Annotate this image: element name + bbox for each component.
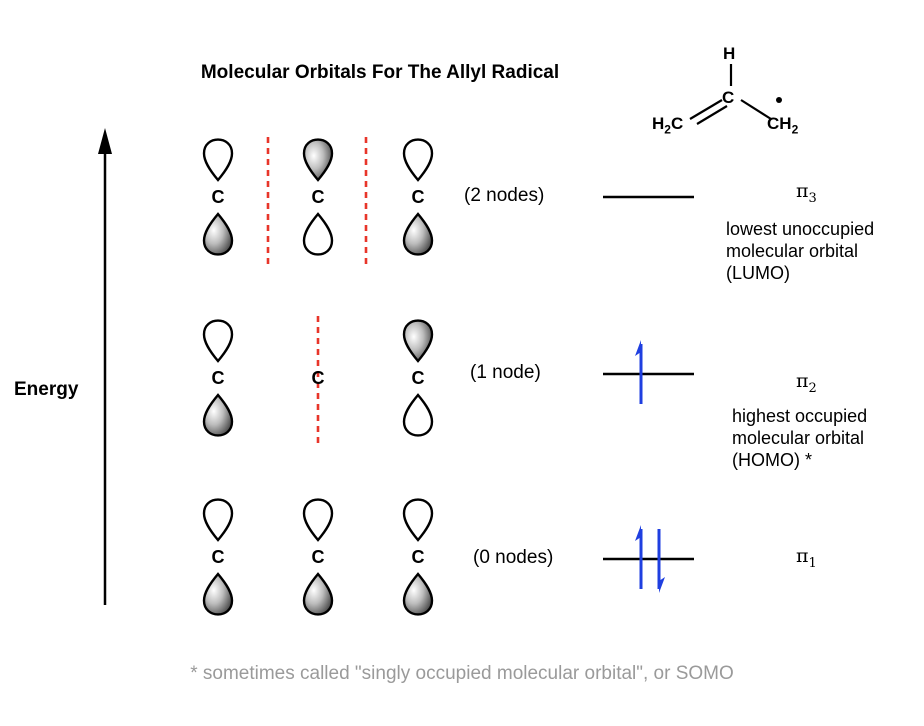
pi-symbol: π xyxy=(796,545,809,567)
p-orbital-bottom-lobe-level3-col3 xyxy=(402,572,434,616)
orbital-description-line-3: (LUMO) xyxy=(726,263,790,283)
carbon-atom-level3-col2: C xyxy=(311,547,325,567)
orbital-description-line-1: lowest unoccupied xyxy=(726,219,875,239)
pi-subscript: 2 xyxy=(808,380,817,396)
carbon-atom-level2-col2: C xyxy=(311,368,325,388)
footnote: * sometimes called "singly occupied mole… xyxy=(190,663,734,684)
pi-label-level2: π2 xyxy=(796,370,817,396)
pi-subscript: 1 xyxy=(808,555,817,571)
carbon-atom-level3-col3: C xyxy=(411,547,425,567)
molecule-right-c: CH xyxy=(767,114,792,133)
carbon-atom-level1-col1: C xyxy=(211,187,225,207)
orbital-description-line-3: (HOMO) * xyxy=(732,450,812,470)
p-orbital-top-lobe-level1-col3 xyxy=(402,138,434,182)
pi-label-level3: π1 xyxy=(796,545,817,571)
energy-axis-arrowhead xyxy=(98,128,112,154)
radical-dot xyxy=(776,97,782,103)
molecule-left-h: H xyxy=(652,114,665,133)
p-orbital-bottom-lobe-level2-col1 xyxy=(202,393,234,437)
single-bond-right xyxy=(740,99,772,120)
p-orbital-top-lobe-level1-col2 xyxy=(302,138,334,182)
molecule-left-sub: 2 xyxy=(664,122,671,137)
p-orbital-bottom-lobe-level1-col2 xyxy=(302,212,334,256)
pi-subscript: 3 xyxy=(808,190,817,206)
carbon-atom-level2-col1: C xyxy=(211,368,225,388)
p-orbital-bottom-lobe-level3-col1 xyxy=(202,572,234,616)
pi-symbol: π xyxy=(796,370,809,392)
p-orbital-bottom-lobe-level1-col1 xyxy=(202,212,234,256)
p-orbital-top-lobe-level3-col3 xyxy=(402,498,434,542)
carbon-atom-level1-col3: C xyxy=(411,187,425,207)
molecule-c-center: C xyxy=(722,88,735,107)
carbon-atom-level1-col2: C xyxy=(311,187,325,207)
double-bond-inner xyxy=(696,105,728,125)
nodes-label-level1: (2 nodes) xyxy=(464,185,545,206)
p-orbital-bottom-lobe-level1-col3 xyxy=(402,212,434,256)
molecule-left-group: H2C xyxy=(652,114,683,139)
p-orbital-top-lobe-level1-col1 xyxy=(202,138,234,182)
diagram-title: Molecular Orbitals For The Allyl Radical xyxy=(200,62,560,83)
molecule-right-group: CH2 xyxy=(767,114,798,139)
energy-axis-label: Energy xyxy=(14,379,79,400)
p-orbital-bottom-lobe-level3-col2 xyxy=(302,572,334,616)
molecule-right-sub: 2 xyxy=(791,122,799,137)
orbital-description-line-2: molecular orbital xyxy=(726,241,859,261)
carbon-atom-level3-col1: C xyxy=(211,547,225,567)
electron-down-level3 xyxy=(657,529,665,593)
molecule-left-c: C xyxy=(670,114,684,133)
pi-symbol: π xyxy=(796,180,809,202)
orbital-description-line-2: molecular orbital xyxy=(732,428,865,448)
orbital-description-line-1: highest occupied xyxy=(732,406,868,426)
pi-label-level1: π3 xyxy=(796,180,817,206)
double-bond-outer xyxy=(689,99,723,120)
p-orbital-top-lobe-level3-col2 xyxy=(302,498,334,542)
p-orbital-top-lobe-level2-col3 xyxy=(402,319,434,363)
nodes-label-level3: (0 nodes) xyxy=(473,547,554,568)
carbon-atom-level2-col3: C xyxy=(411,368,425,388)
electron-up-level2 xyxy=(635,340,643,404)
p-orbital-top-lobe-level2-col1 xyxy=(202,319,234,363)
p-orbital-bottom-lobe-level2-col3 xyxy=(402,393,434,437)
p-orbital-top-lobe-level3-col1 xyxy=(202,498,234,542)
electron-up-level3 xyxy=(635,525,643,589)
molecule-h-top: H xyxy=(723,44,736,63)
nodes-label-level2: (1 node) xyxy=(470,362,541,383)
